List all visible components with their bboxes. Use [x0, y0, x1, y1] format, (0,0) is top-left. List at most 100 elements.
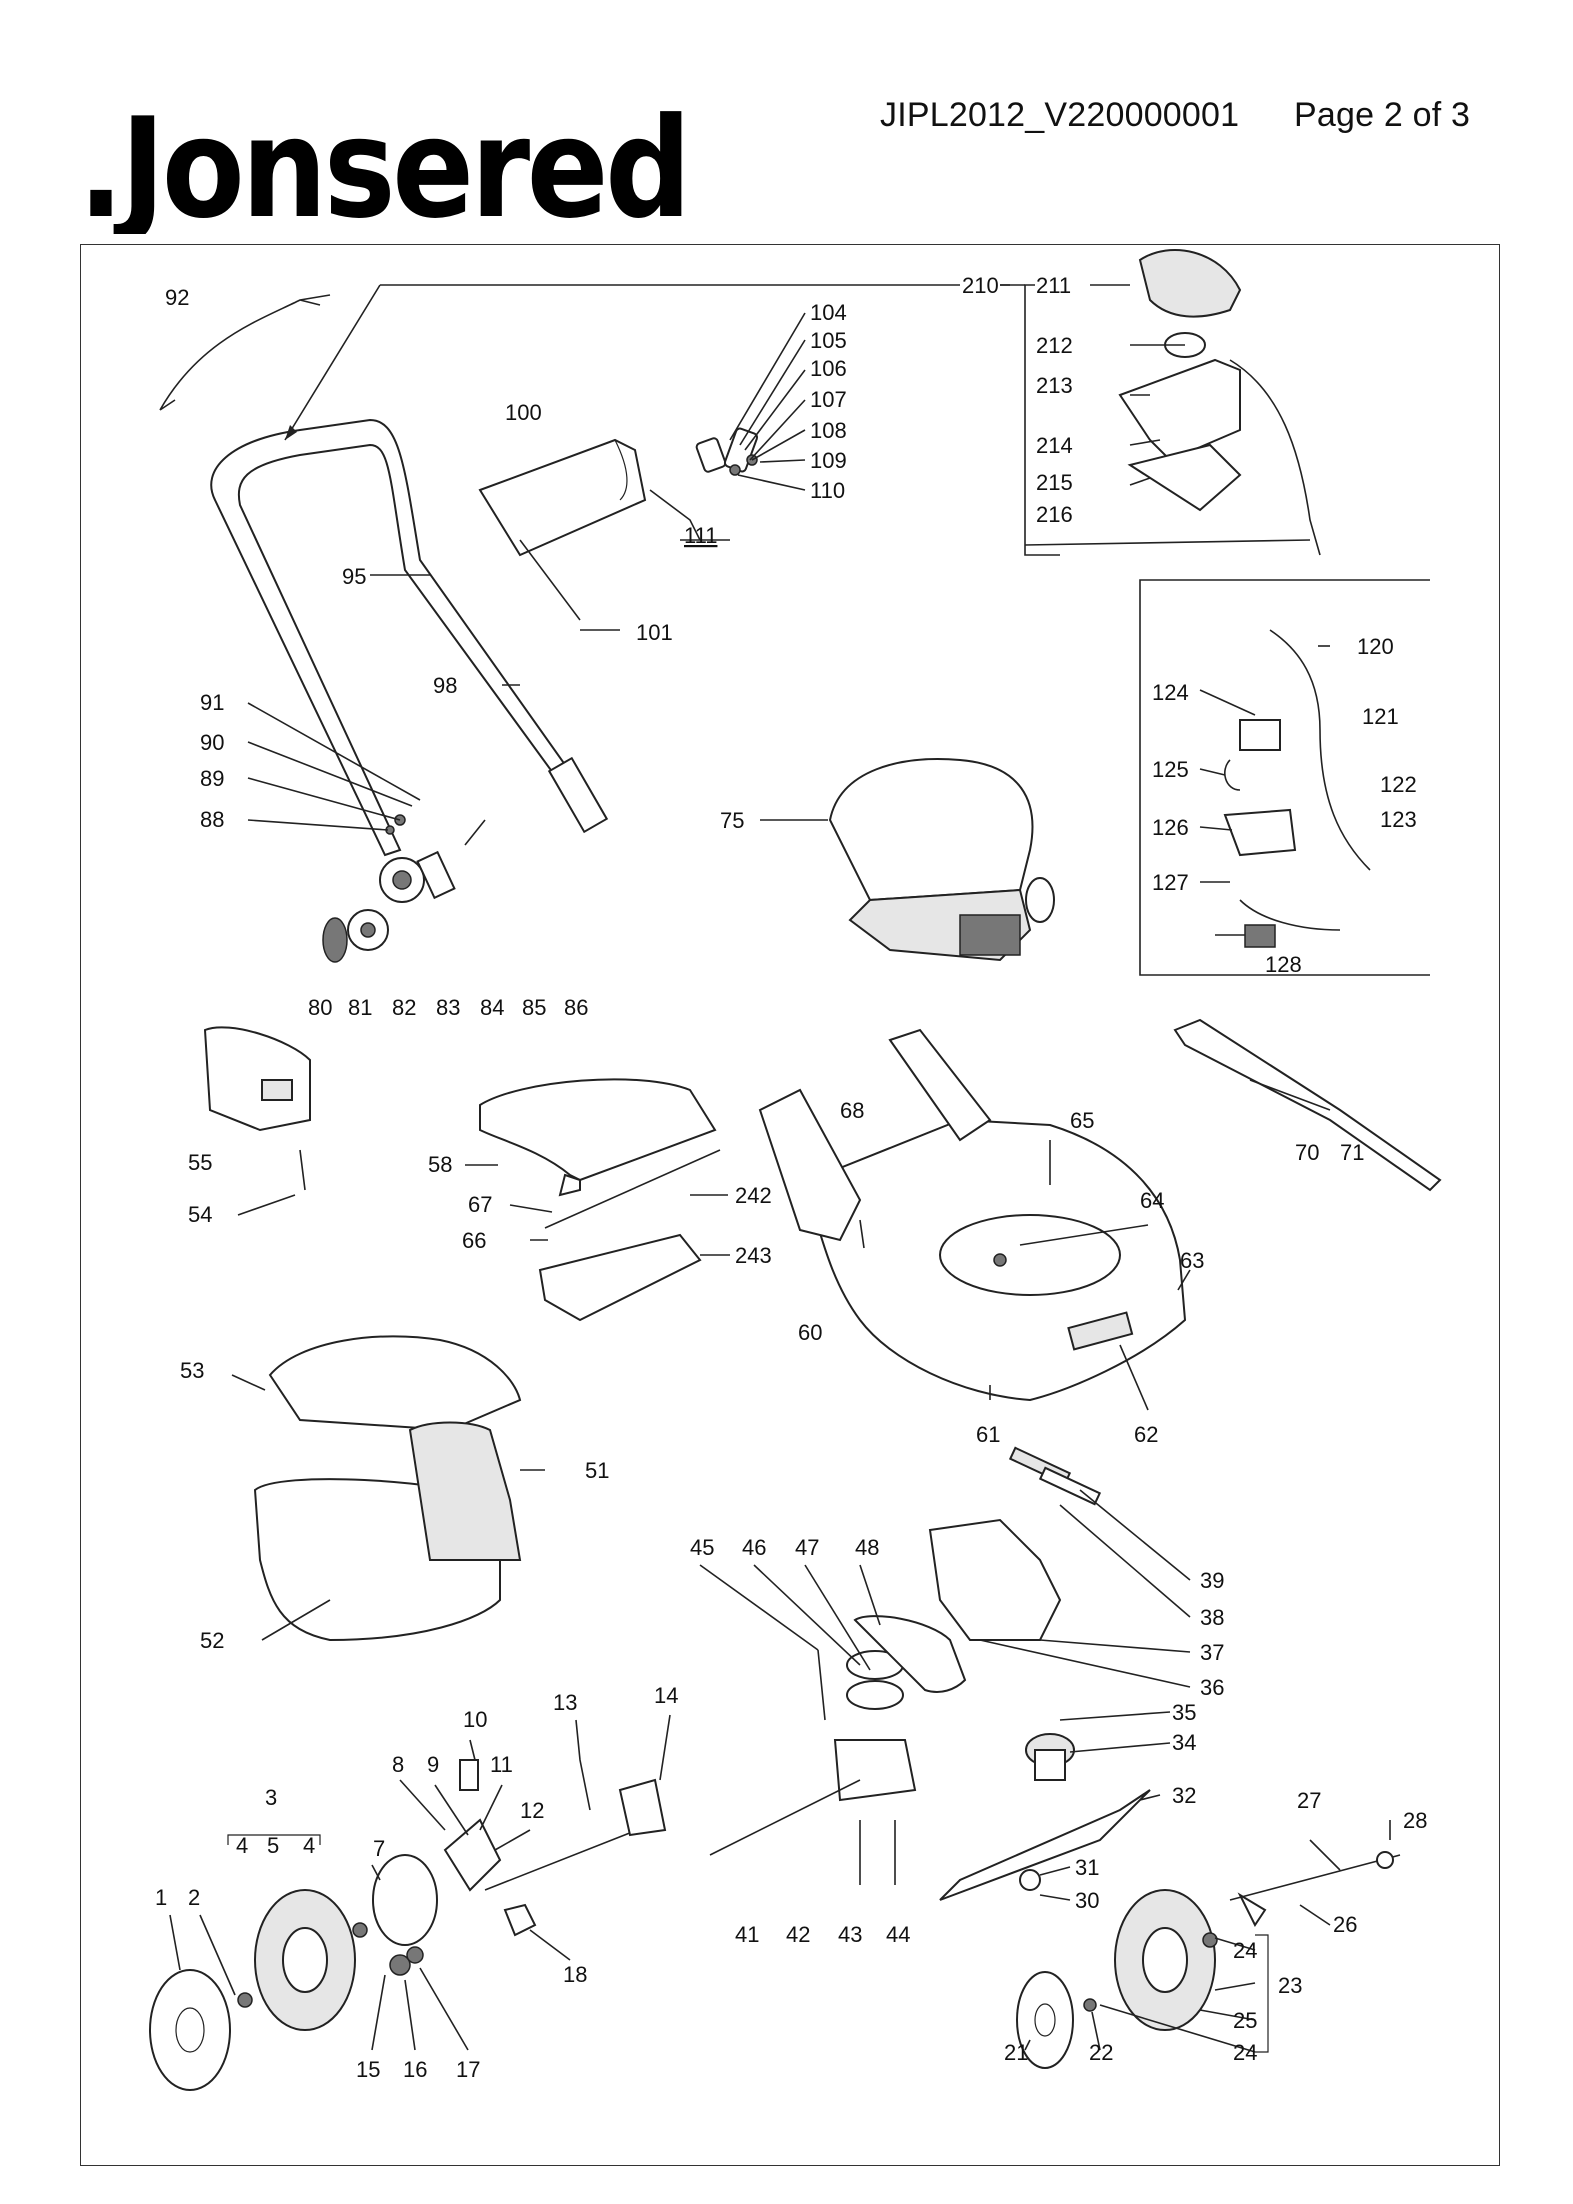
callout-47: 47 [795, 1535, 819, 1560]
svg-text:.Jonsered: .Jonsered [78, 104, 688, 234]
callout-15: 15 [356, 2057, 380, 2082]
callout-212: 212 [1036, 333, 1073, 358]
deflector-100 [478, 438, 647, 557]
callout-28: 28 [1403, 1808, 1427, 1833]
callout-23: 23 [1278, 1973, 1302, 1998]
height-adjuster-group [322, 814, 486, 963]
callout-8: 8 [392, 1752, 404, 1777]
callout-98: 98 [433, 673, 457, 698]
lower-handle-71 [1173, 1018, 1442, 1192]
callout-52: 52 [200, 1628, 224, 1653]
callout-51: 51 [585, 1458, 609, 1483]
callout-2: 2 [188, 1885, 200, 1910]
blade-32 [939, 1733, 1151, 1901]
callout-110: 110 [810, 478, 845, 503]
callout-64: 64 [1140, 1188, 1164, 1213]
callout-5: 5 [267, 1833, 279, 1858]
callout-39: 39 [1200, 1568, 1224, 1593]
callout-54: 54 [188, 1202, 212, 1227]
callout-95: 95 [342, 564, 366, 589]
callout-91: 91 [200, 690, 224, 715]
callout-7: 7 [373, 1836, 385, 1861]
callout-216: 216 [1036, 502, 1073, 527]
callout-43: 43 [838, 1922, 862, 1947]
callout-65: 65 [1070, 1108, 1094, 1133]
bracket-3 [227, 1834, 321, 1845]
handle-bar-92 [159, 294, 331, 411]
callout-42: 42 [786, 1922, 810, 1947]
callout-labels: 92 95 98 100 101 104 105 106 107 108 109… [155, 273, 1427, 2082]
callout-128: 128 [1265, 952, 1302, 977]
callout-242: 242 [735, 1183, 772, 1208]
callout-22: 22 [1089, 2040, 1113, 2065]
callout-124: 124 [1152, 680, 1189, 705]
callout-58: 58 [428, 1152, 452, 1177]
callout-71: 71 [1340, 1140, 1364, 1165]
callout-89: 89 [200, 766, 224, 791]
rear-axle-27 [1229, 1851, 1401, 1927]
mulch-plug-group [928, 1446, 1102, 1641]
callout-9: 9 [427, 1752, 439, 1777]
callout-107: 107 [810, 387, 847, 412]
callout-81: 81 [348, 995, 372, 1020]
callout-18: 18 [563, 1962, 587, 1987]
callout-86: 86 [564, 995, 588, 1020]
callout-243: 243 [735, 1243, 772, 1268]
callout-55: 55 [188, 1150, 212, 1175]
callout-62: 62 [1134, 1422, 1158, 1447]
callout-121: 121 [1362, 704, 1399, 729]
callout-210: 210 [962, 273, 999, 298]
callout-127: 127 [1152, 870, 1189, 895]
callout-66: 66 [462, 1228, 486, 1253]
callout-68: 68 [840, 1098, 864, 1123]
front-wheel-5 [237, 1889, 368, 2031]
callout-3: 3 [265, 1785, 277, 1810]
callout-214: 214 [1036, 433, 1073, 458]
callout-67: 67 [468, 1192, 492, 1217]
callout-92: 92 [165, 285, 189, 310]
callout-101: 101 [636, 620, 673, 645]
callout-84: 84 [480, 995, 504, 1020]
callout-82: 82 [392, 995, 416, 1020]
rear-wheel-23 [1114, 1889, 1218, 2031]
callout-4-left: 4 [236, 1833, 248, 1858]
callout-10: 10 [463, 1707, 487, 1732]
callout-16: 16 [403, 2057, 427, 2082]
callout-11: 11 [490, 1752, 513, 1777]
callout-30: 30 [1075, 1888, 1099, 1913]
callout-38: 38 [1200, 1605, 1224, 1630]
callout-12: 12 [520, 1798, 544, 1823]
rear-flap-55 [203, 1026, 311, 1191]
callout-211: 211 [1036, 273, 1071, 298]
gearbox-drive [709, 1615, 967, 1885]
callout-17: 17 [456, 2057, 480, 2082]
callout-109: 109 [810, 448, 847, 473]
hubcap-21 [1016, 1971, 1097, 2069]
diagram-frame [80, 244, 1500, 2166]
callout-111: 111 [684, 523, 717, 548]
callout-123: 123 [1380, 807, 1417, 832]
callout-24-upper: 24 [1233, 1938, 1257, 1963]
callout-213: 213 [1036, 373, 1073, 398]
grass-catcher [253, 1335, 522, 1642]
callout-31: 31 [1075, 1855, 1099, 1880]
callout-104: 104 [810, 300, 847, 325]
leader-lines [169, 284, 1391, 2053]
callout-27: 27 [1297, 1788, 1321, 1813]
callout-122: 122 [1380, 772, 1417, 797]
callout-53: 53 [180, 1358, 204, 1383]
callout-70: 70 [1295, 1140, 1319, 1165]
callout-83: 83 [436, 995, 460, 1020]
callout-90: 90 [200, 730, 224, 755]
rear-flap-58 [479, 1078, 721, 1322]
callout-37: 37 [1200, 1640, 1224, 1665]
callout-120: 120 [1357, 634, 1394, 659]
callout-26: 26 [1333, 1912, 1357, 1937]
callout-32: 32 [1172, 1783, 1196, 1808]
callout-48: 48 [855, 1535, 879, 1560]
callout-44: 44 [886, 1922, 910, 1947]
mower-deck-63 [758, 1028, 1187, 1402]
bracket-23 [1255, 1934, 1269, 2053]
callout-13: 13 [553, 1690, 577, 1715]
